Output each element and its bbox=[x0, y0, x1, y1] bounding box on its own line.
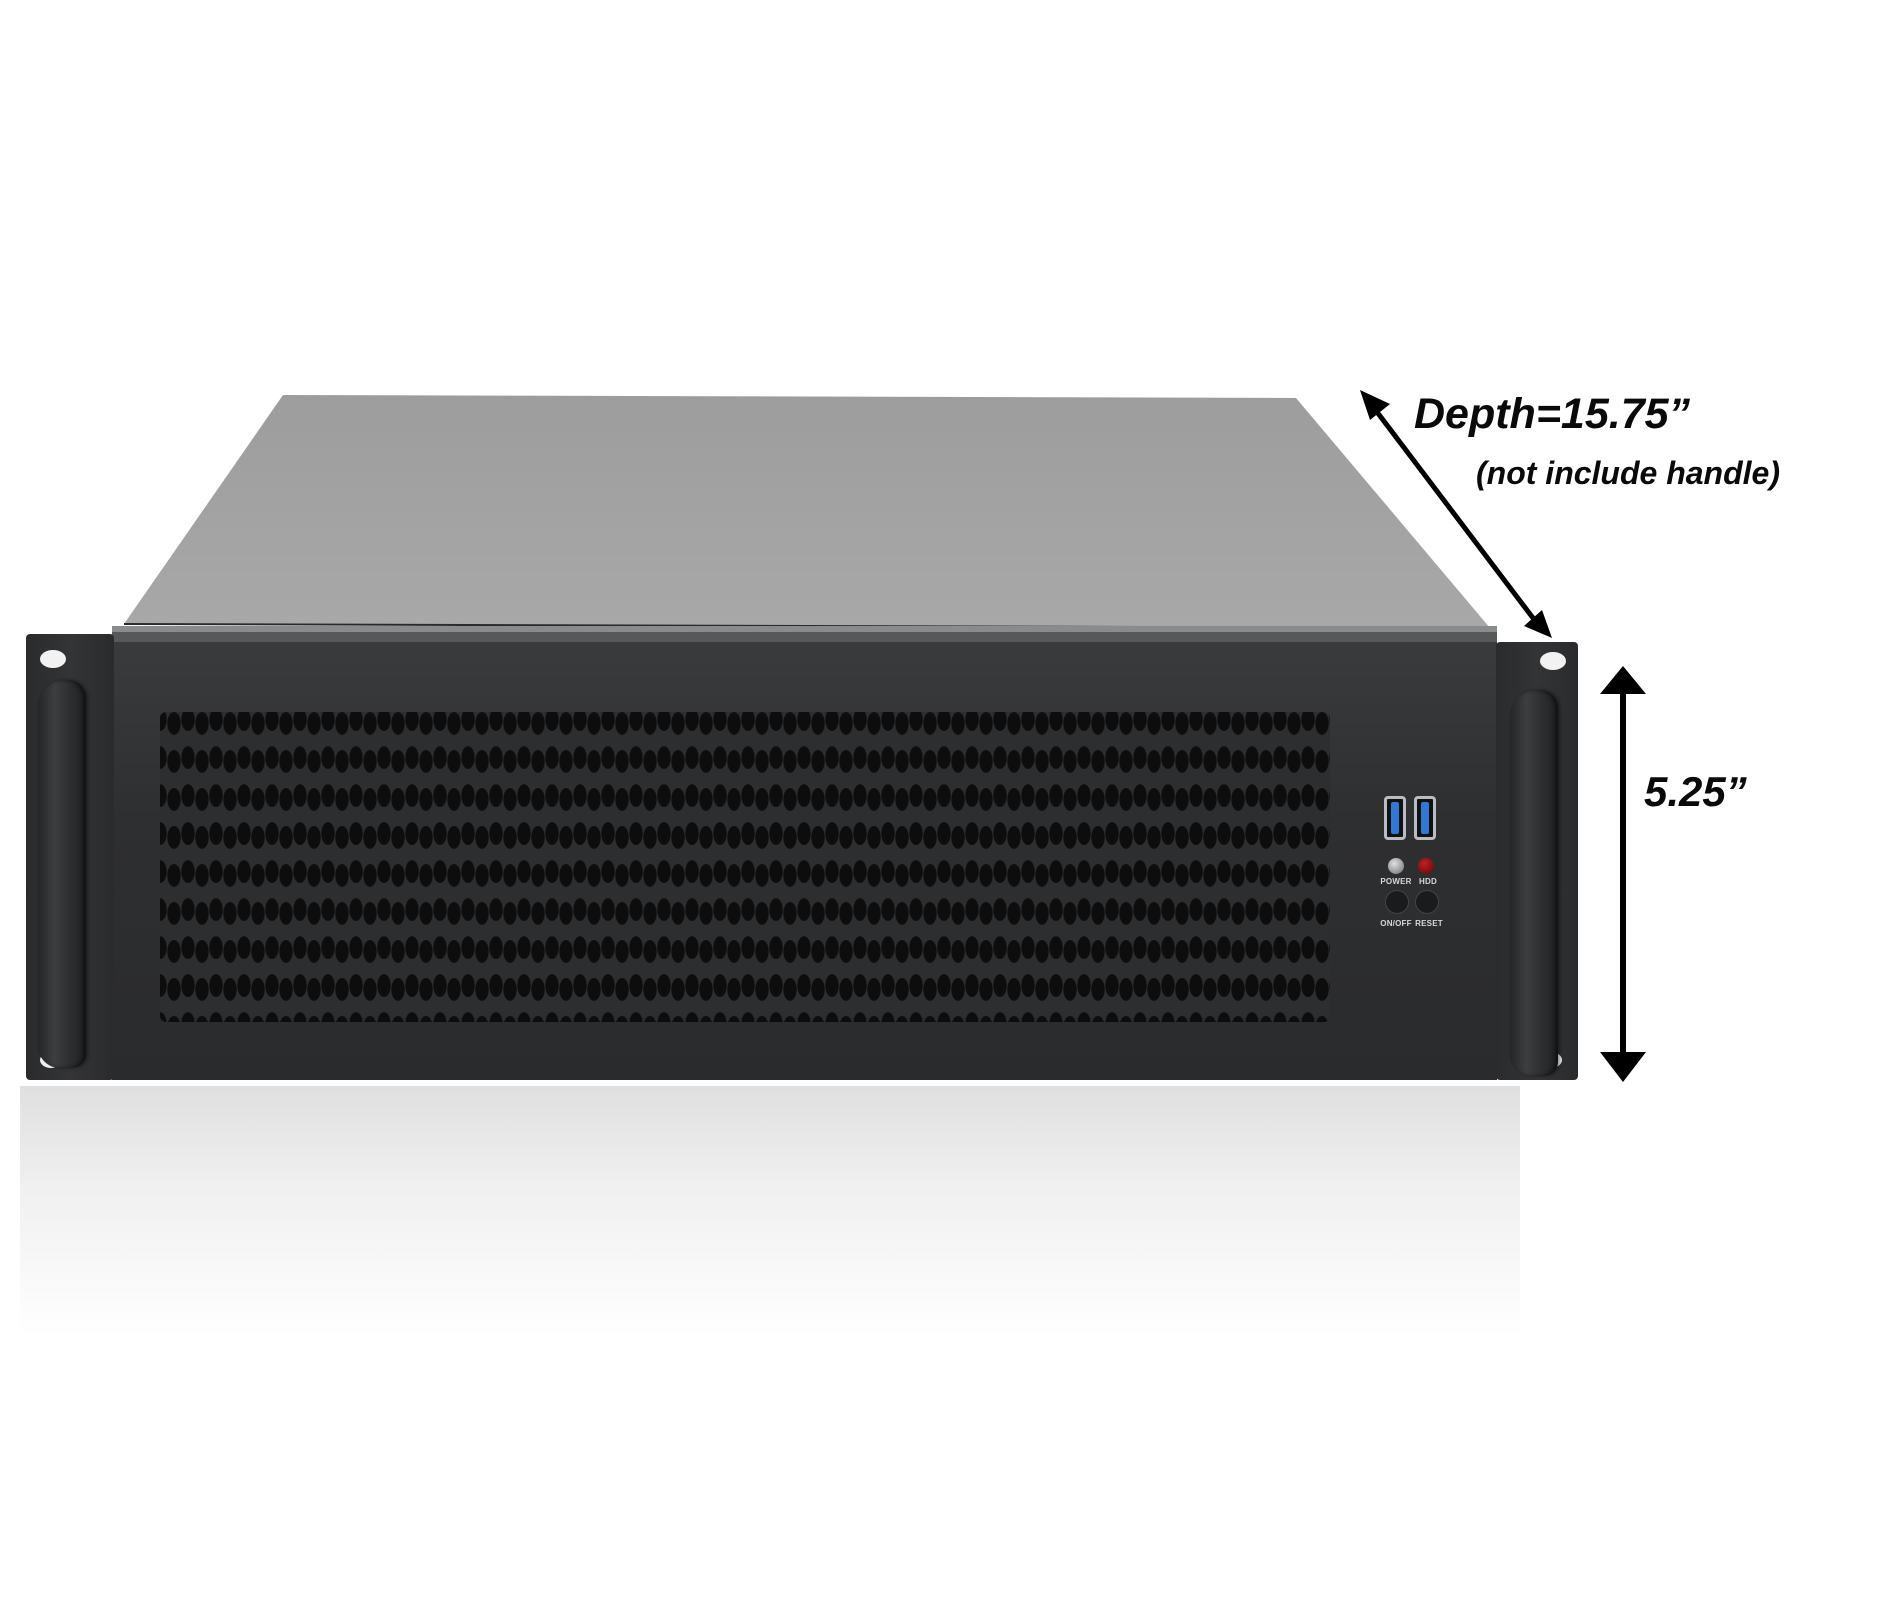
power-button[interactable] bbox=[1385, 890, 1409, 914]
reset-button[interactable] bbox=[1415, 890, 1439, 914]
height-label: 5.25” bbox=[1644, 768, 1747, 815]
usb-port-icon[interactable] bbox=[1414, 796, 1436, 840]
hdd-led-label: HDD bbox=[1419, 877, 1437, 886]
power-led-icon bbox=[1388, 858, 1404, 874]
depth-note: (not include handle) bbox=[1476, 455, 1780, 491]
right-mount-hole bbox=[1540, 652, 1566, 670]
power-led-label: POWER bbox=[1380, 877, 1412, 886]
ventilation-grille bbox=[160, 712, 1330, 1022]
depth-label: Depth=15.75” bbox=[1414, 390, 1691, 438]
floor-reflection bbox=[20, 1086, 1520, 1336]
right-handle[interactable] bbox=[1510, 690, 1558, 1076]
left-handle[interactable] bbox=[38, 680, 86, 1068]
power-button-label: ON/OFF bbox=[1380, 919, 1412, 928]
usb-port-icon[interactable] bbox=[1384, 796, 1406, 840]
left-mount-hole bbox=[40, 650, 66, 668]
reset-button-label: RESET bbox=[1415, 919, 1443, 928]
hdd-led-icon bbox=[1418, 858, 1434, 874]
front-io-panel: POWER HDD ON/OFF RESET bbox=[1380, 796, 1490, 936]
